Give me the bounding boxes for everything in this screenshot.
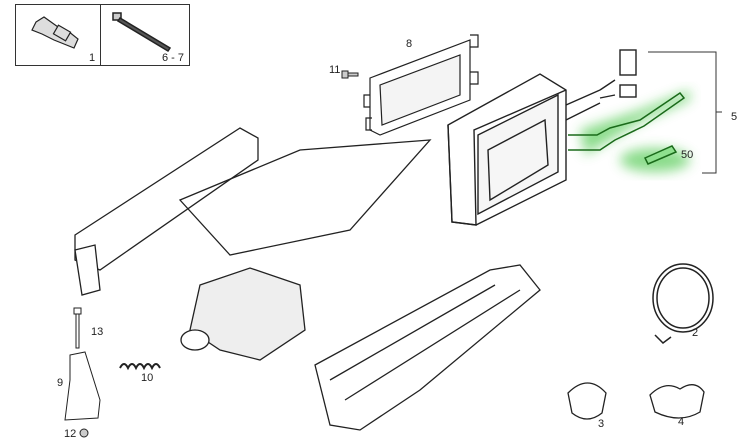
callout-3[interactable]: 3	[598, 418, 605, 430]
callout-12[interactable]: 12	[64, 428, 77, 440]
bracket-9-icon	[64, 351, 101, 421]
differential-icon	[180, 267, 306, 361]
callout-50[interactable]: 50	[681, 149, 694, 161]
connector-icon	[31, 16, 79, 49]
callout-5[interactable]: 5	[731, 111, 738, 123]
ecu-unit-icon	[447, 49, 637, 226]
bolt-13-icon	[73, 307, 82, 349]
callout-4[interactable]: 4	[678, 416, 685, 428]
clamp-2-icon	[652, 263, 714, 344]
oxygen-sensor-icon	[568, 91, 686, 165]
cable-tie-icon	[112, 12, 172, 53]
callout-11[interactable]: 11	[329, 64, 341, 76]
callout-8[interactable]: 8	[406, 38, 413, 50]
callout-9[interactable]: 9	[57, 377, 64, 389]
callout-6-7[interactable]: 6 - 7	[162, 52, 185, 64]
callout-1[interactable]: 1	[89, 52, 96, 64]
callout-10[interactable]: 10	[141, 372, 154, 384]
chassis-frame-icon	[74, 127, 541, 431]
callout-13[interactable]: 13	[91, 326, 104, 338]
bolt-icon	[341, 70, 359, 79]
nut-icon	[79, 428, 89, 438]
callout-2[interactable]: 2	[692, 327, 699, 339]
clip-4-icon	[649, 384, 705, 419]
spring-icon	[119, 363, 161, 371]
bracket-icon	[363, 34, 479, 136]
clip-3-icon	[567, 382, 607, 420]
